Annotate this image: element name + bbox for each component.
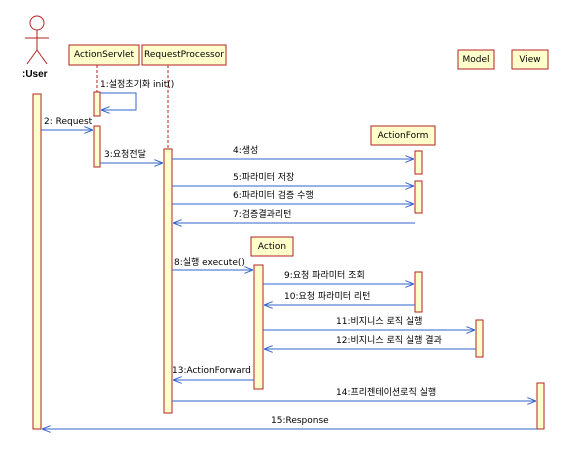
msg-7-label: 7:검증결과리턴	[233, 210, 292, 220]
processor-activation	[163, 148, 173, 414]
msg-1-arrow	[100, 92, 137, 110]
actionform-activation-create	[414, 150, 423, 175]
msg-13-label: 13:ActionForward	[172, 366, 251, 376]
msg-10-label: 10:요청 파라미터 리턴	[284, 292, 371, 302]
action-form-label: ActionForm	[377, 130, 429, 141]
msg-9-label: 9:요청 파라미터 조회	[284, 271, 365, 281]
view-label: View	[519, 54, 541, 65]
msg-2-label: 2: Request	[44, 117, 93, 127]
action-activation	[253, 264, 264, 390]
actionform-activation-query	[414, 271, 423, 313]
msg-11-label: 11:비지니스 로직 실행	[336, 317, 423, 327]
msg-3-label: 3:요청전달	[104, 150, 146, 160]
msg-8-label: 8:실행 execute()	[174, 258, 245, 268]
msg-14-label: 14:프리젠테이션로직 실행	[336, 388, 437, 398]
user-actor-icon	[25, 15, 49, 65]
view-activation	[536, 382, 545, 430]
servlet-activation-init	[93, 91, 101, 117]
msg-5-label: 5:파라미터 저장	[233, 173, 295, 183]
model-box	[457, 49, 495, 70]
model-label: Model	[462, 54, 490, 65]
request-processor-box	[141, 44, 227, 66]
msg-12-label: 12:비지니스 로직 실행 결과	[336, 336, 442, 346]
msg-6-label: 6:파라미터 검증 수행	[233, 191, 314, 201]
action-servlet-label: ActionServlet	[73, 50, 135, 60]
msg-4-label: 4:생성	[233, 146, 259, 156]
msg-15-label: 15:Response	[271, 416, 329, 426]
msg-1-label: 1:설정초기화 init()	[100, 80, 175, 90]
user-actor-label: :User	[22, 69, 48, 80]
servlet-activation-request	[93, 125, 101, 168]
user-activation	[32, 93, 42, 430]
view-box	[511, 49, 549, 70]
action-box	[250, 236, 294, 257]
action-label: Action	[257, 241, 287, 252]
action-form-box	[370, 125, 436, 146]
request-processor-label: RequestProcessor	[144, 50, 224, 60]
actionform-activation-params	[414, 180, 423, 214]
action-servlet-box	[68, 44, 140, 66]
model-activation	[475, 319, 484, 358]
